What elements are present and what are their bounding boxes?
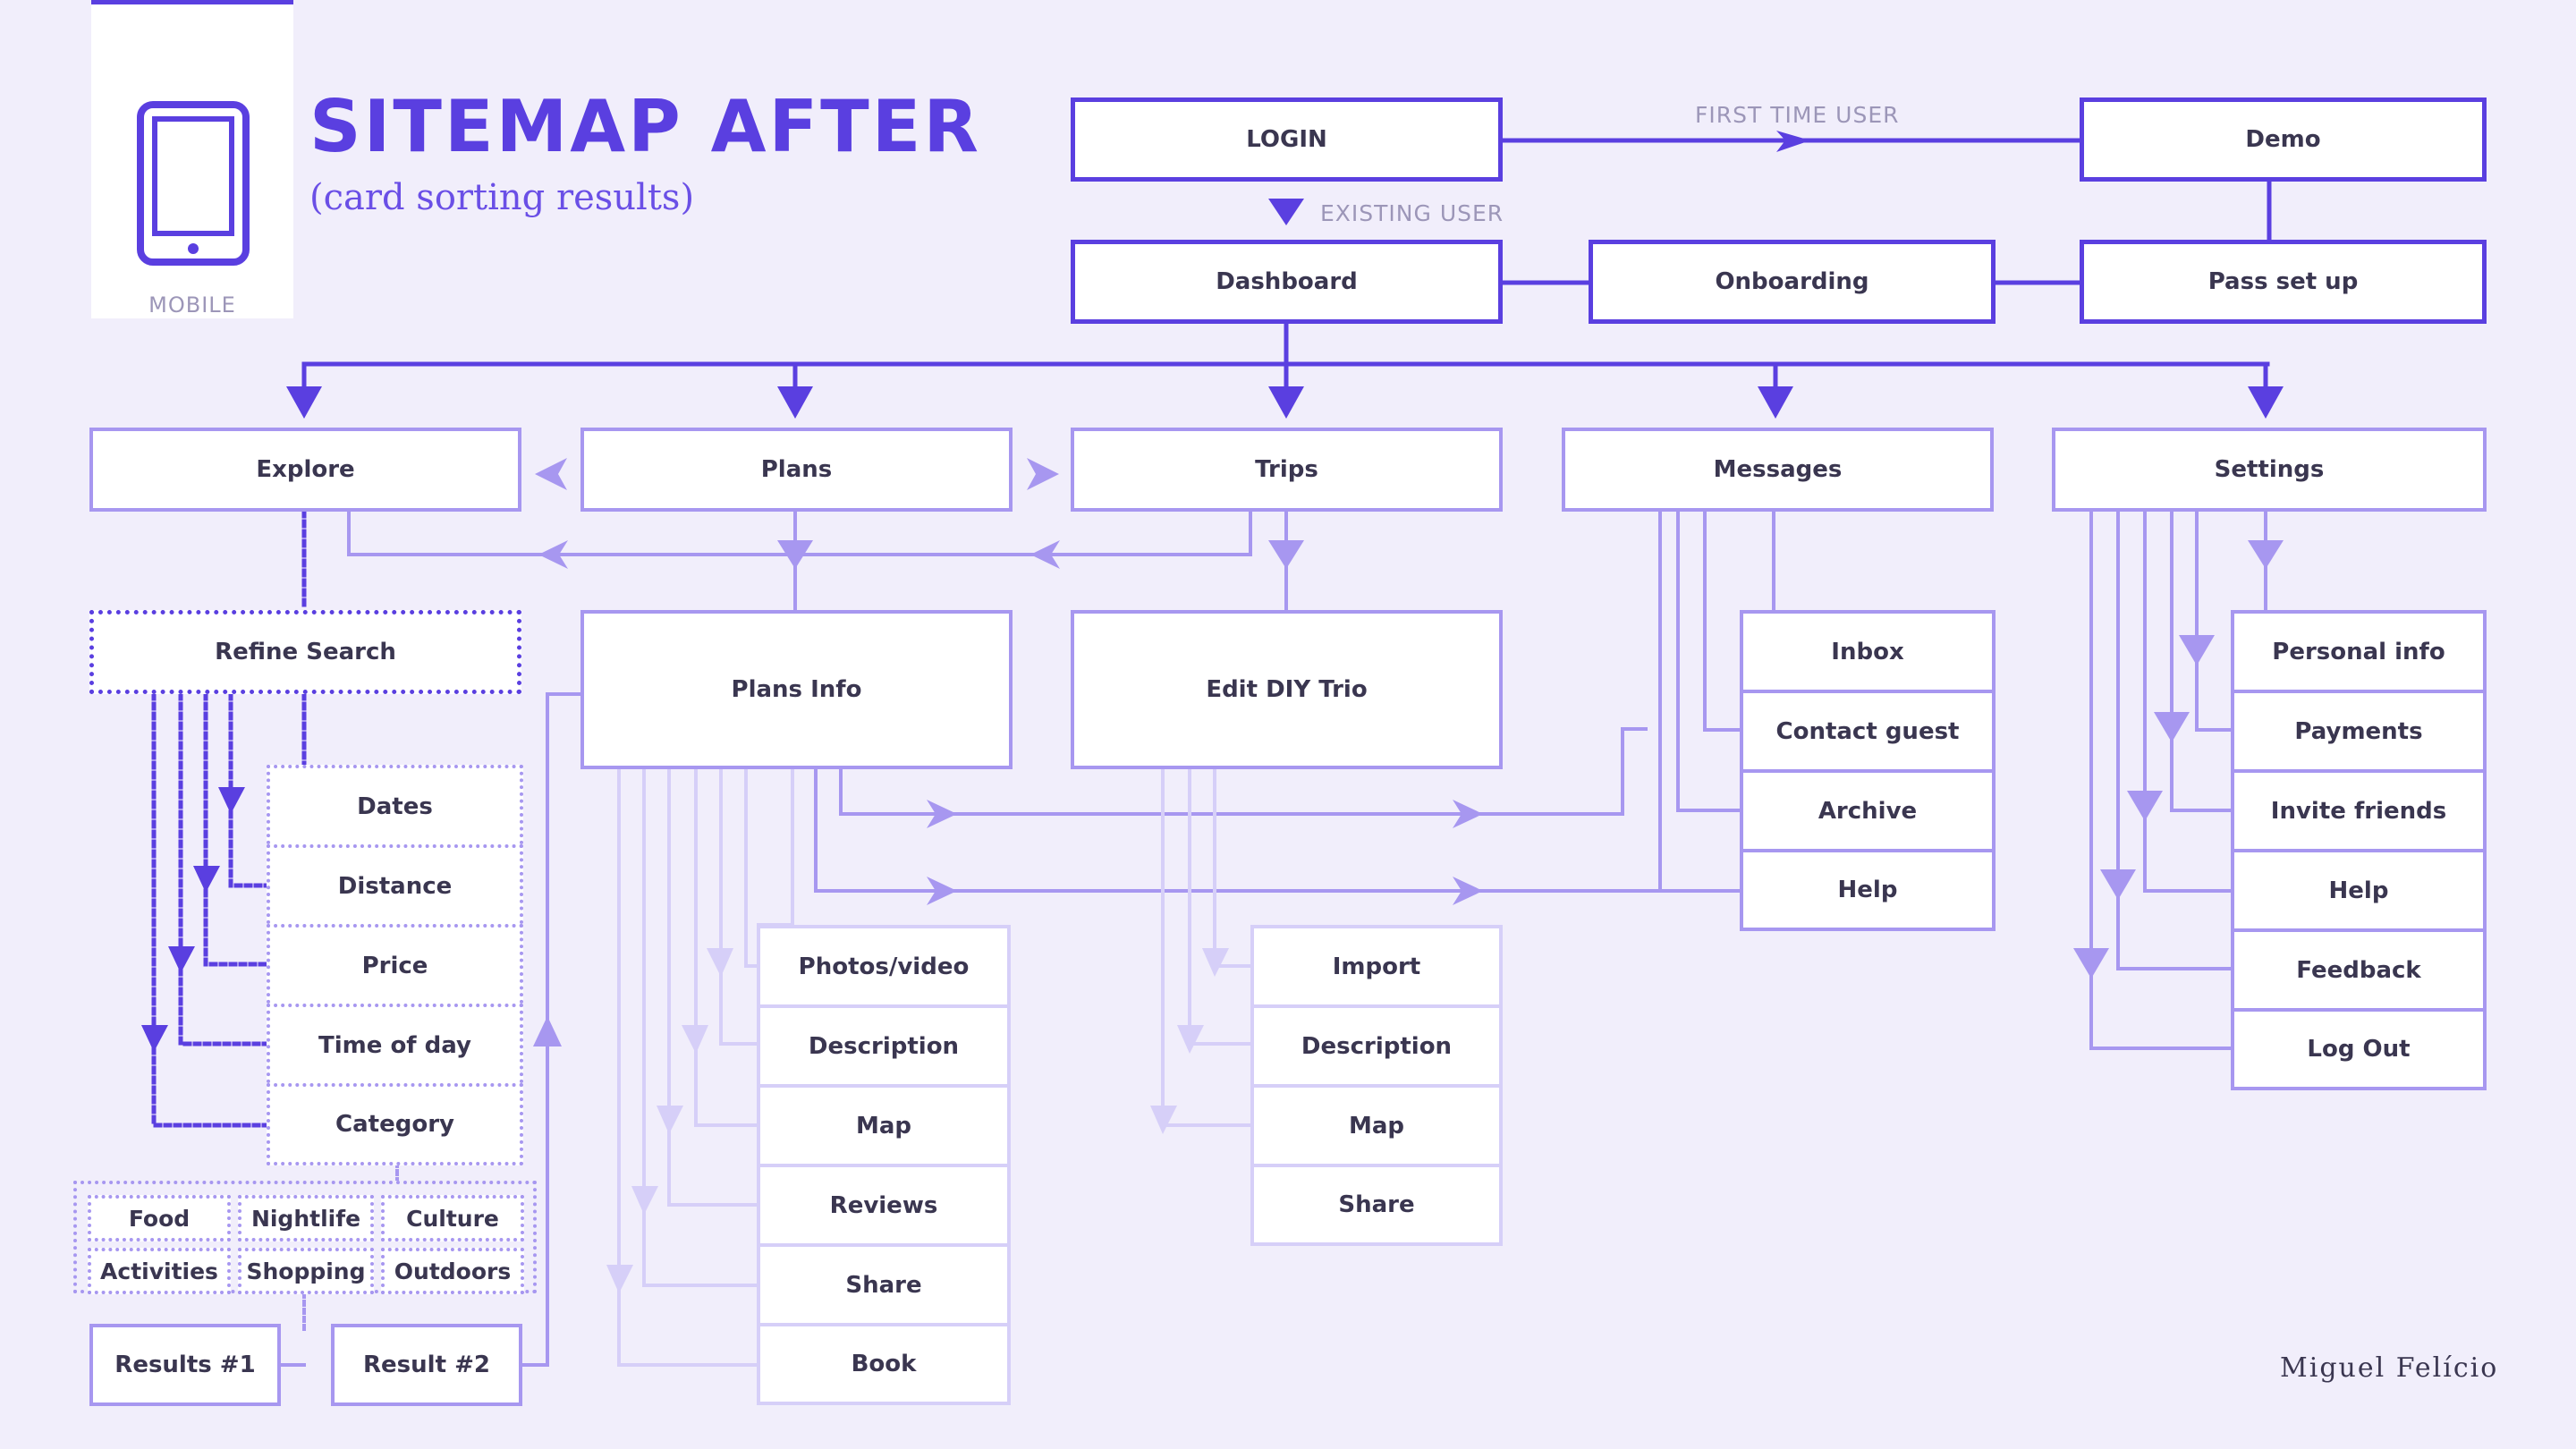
plans-item-map[interactable]: Map — [757, 1084, 1011, 1164]
category-activities[interactable]: Activities — [88, 1248, 231, 1294]
messages-items: Inbox Contact guest Archive Help — [1740, 610, 1996, 931]
settings-item-help[interactable]: Help — [2231, 849, 2487, 928]
plans-item-reviews[interactable]: Reviews — [757, 1164, 1011, 1243]
messages-item-archive[interactable]: Archive — [1740, 769, 1996, 849]
edge-label-existing-user: EXISTING USER — [1320, 200, 1504, 226]
messages-item-help[interactable]: Help — [1740, 849, 1996, 931]
messages-item-contact-guest[interactable]: Contact guest — [1740, 690, 1996, 769]
plans-item-description[interactable]: Description — [757, 1004, 1011, 1084]
node-messages[interactable]: Messages — [1562, 428, 1994, 512]
category-shopping[interactable]: Shopping — [238, 1248, 374, 1294]
node-login[interactable]: LOGIN — [1071, 97, 1503, 182]
node-trips[interactable]: Trips — [1071, 428, 1503, 512]
author-credit: Miguel Felício — [2280, 1352, 2499, 1384]
page-title: SITEMAP AFTER — [309, 85, 981, 168]
messages-item-inbox[interactable]: Inbox — [1740, 610, 1996, 690]
plans-item-book[interactable]: Book — [757, 1323, 1011, 1405]
trips-item-description[interactable]: Description — [1250, 1004, 1503, 1084]
filter-price[interactable]: Price — [267, 924, 523, 1004]
plans-item-share[interactable]: Share — [757, 1243, 1011, 1323]
filter-time-of-day[interactable]: Time of day — [267, 1004, 523, 1083]
node-demo[interactable]: Demo — [2080, 97, 2487, 182]
device-card: MOBILE — [91, 0, 293, 318]
filter-category[interactable]: Category — [267, 1083, 523, 1165]
settings-item-invite-friends[interactable]: Invite friends — [2231, 769, 2487, 849]
node-edit-diy-trio[interactable]: Edit DIY Trio — [1071, 610, 1503, 769]
category-nightlife[interactable]: Nightlife — [238, 1195, 374, 1241]
node-plans-info[interactable]: Plans Info — [580, 610, 1013, 769]
node-explore[interactable]: Explore — [89, 428, 521, 512]
arrowheads — [141, 131, 2284, 1293]
category-food[interactable]: Food — [88, 1195, 231, 1241]
explore-connectors — [151, 509, 307, 1128]
settings-item-feedback[interactable]: Feedback — [2231, 928, 2487, 1008]
node-settings[interactable]: Settings — [2052, 428, 2487, 512]
plans-item-photos-video[interactable]: Photos/video — [757, 925, 1011, 1004]
node-plans[interactable]: Plans — [580, 428, 1013, 512]
page-subtitle: (card sorting results) — [309, 177, 695, 218]
trips-item-import[interactable]: Import — [1250, 925, 1503, 1004]
node-refine-search[interactable]: Refine Search — [89, 610, 521, 694]
settings-item-payments[interactable]: Payments — [2231, 690, 2487, 769]
category-outdoors[interactable]: Outdoors — [381, 1248, 524, 1294]
settings-item-personal-info[interactable]: Personal info — [2231, 610, 2487, 690]
node-result-2[interactable]: Result #2 — [331, 1324, 522, 1406]
node-dashboard[interactable]: Dashboard — [1071, 240, 1503, 324]
filter-list: Dates Distance Price Time of day Categor… — [267, 765, 523, 1165]
node-onboarding[interactable]: Onboarding — [1589, 240, 1996, 324]
trips-item-map[interactable]: Map — [1250, 1084, 1503, 1164]
settings-items: Personal info Payments Invite friends He… — [2231, 610, 2487, 1090]
node-pass-set-up[interactable]: Pass set up — [2080, 240, 2487, 324]
settings-item-log-out[interactable]: Log Out — [2231, 1008, 2487, 1090]
trips-items: Import Description Map Share — [1250, 925, 1503, 1246]
category-culture[interactable]: Culture — [381, 1195, 524, 1241]
edge-label-first-time-user: FIRST TIME USER — [1695, 102, 1900, 128]
node-results-1[interactable]: Results #1 — [89, 1324, 281, 1406]
filter-dates[interactable]: Dates — [267, 765, 523, 844]
filter-distance[interactable]: Distance — [267, 844, 523, 924]
plans-items: Photos/video Description Map Reviews Sha… — [757, 925, 1011, 1405]
trips-item-share[interactable]: Share — [1250, 1164, 1503, 1246]
device-label: MOBILE — [148, 292, 236, 318]
mobile-phone-icon — [137, 101, 250, 266]
